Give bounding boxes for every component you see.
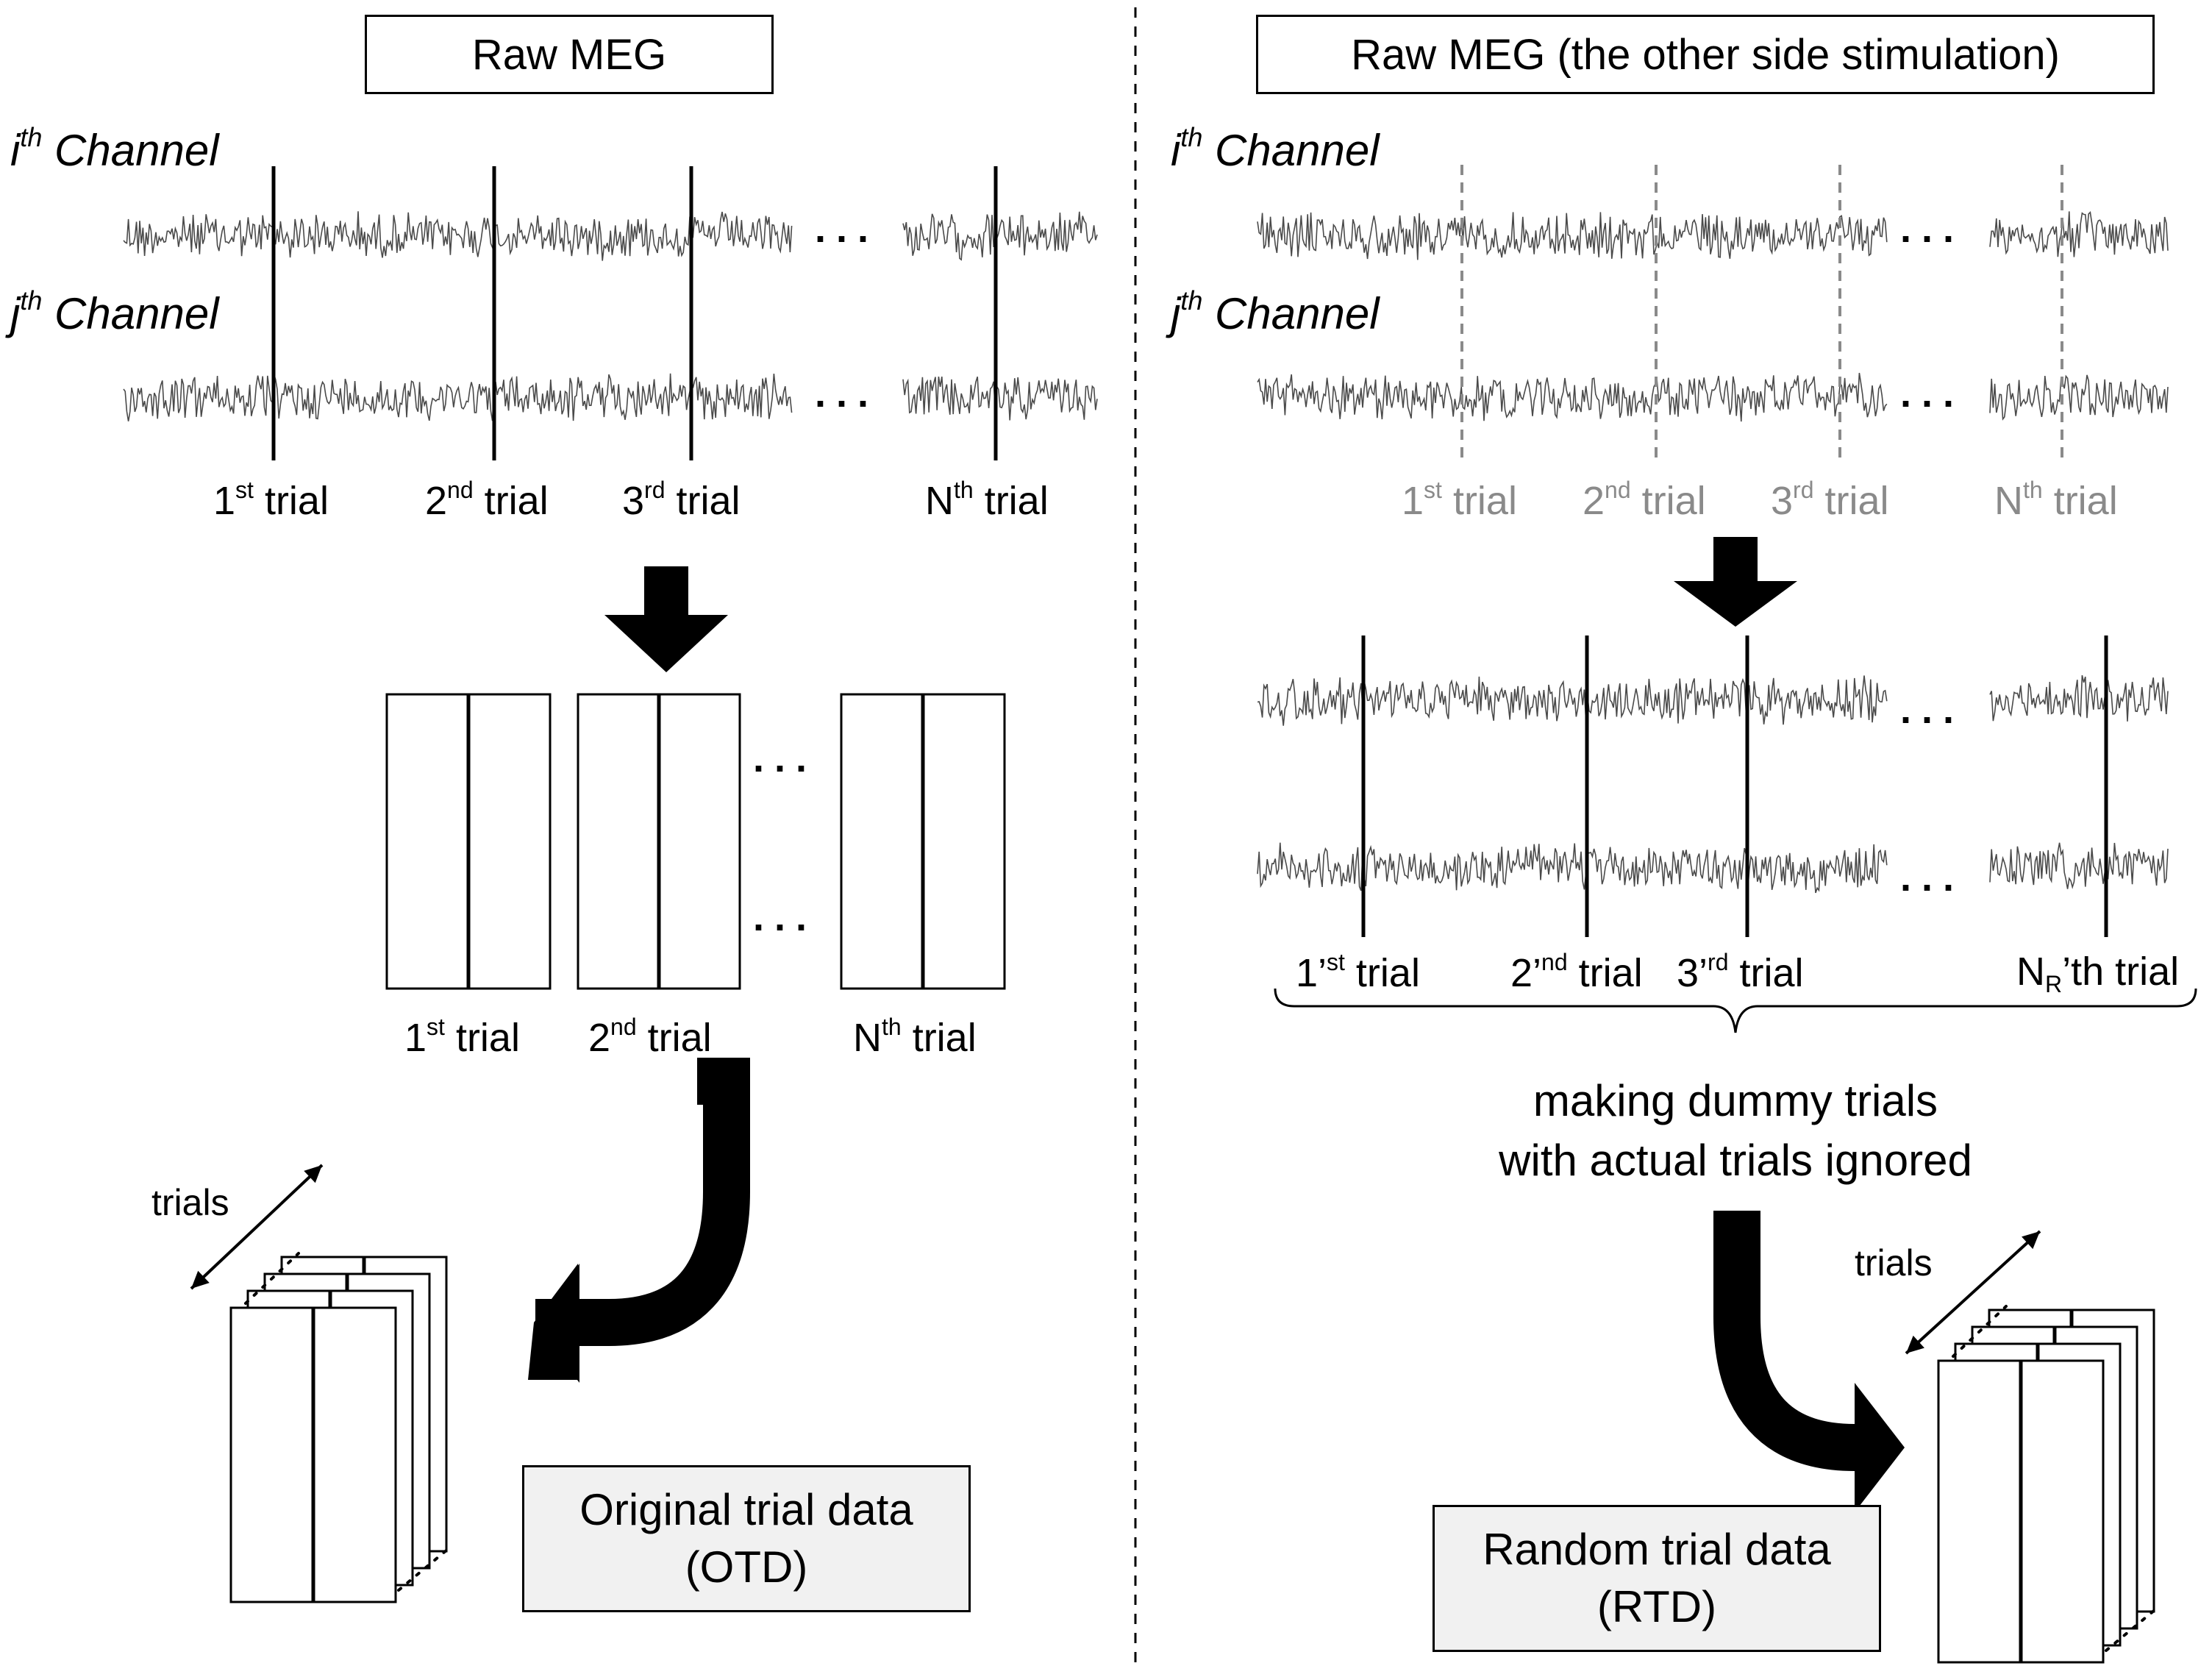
right-ellipsis-i: ...: [1900, 207, 1965, 251]
left-channel-j-label: jth Channel: [10, 285, 219, 338]
right-curved-arrow-head: [1855, 1383, 1905, 1512]
left-trials-axis-arrow-shaft: [190, 1164, 324, 1290]
trial-onset-markers: [271, 165, 2108, 937]
right-dummy-brace: [1274, 988, 2197, 1033]
right-curved-arrow-body: [1713, 1211, 1872, 1471]
right-note-line1: making dummy trials: [1533, 1076, 1938, 1125]
right-trial-label-2: 2nd trial: [1583, 477, 1706, 523]
left-signal-j-a: [123, 373, 793, 421]
left-trial-label-1: 1st trial: [213, 477, 329, 523]
right-note: making dummy trials with actual trials i…: [1382, 1071, 2088, 1190]
right-result-line1: Random trial data: [1483, 1525, 1831, 1574]
right-dummy-signal-d: [1989, 842, 2169, 889]
right-title: Raw MEG (the other side stimulation): [1351, 30, 2060, 79]
left-result-box: Original trial data (OTD): [522, 1465, 971, 1612]
right-signal-i-a: [1257, 212, 1888, 260]
left-stack-dotted-edge-top: [244, 1252, 300, 1305]
left-trials-axis-arrow-head-2: [191, 1270, 210, 1289]
left-stack-dotted-edge-bottom: [397, 1545, 453, 1592]
left-ellipsis-j: ...: [815, 371, 880, 416]
left-result-line2: (OTD): [685, 1542, 808, 1592]
right-result-line2: (RTD): [1596, 1582, 1717, 1631]
left-trial-label-2: 2nd trial: [425, 477, 549, 523]
right-dummy-label-2: 2’nd trial: [1510, 949, 1643, 995]
right-ellipsis-dummy-1: ...: [1900, 688, 1965, 732]
left-signal-i-a: [123, 211, 793, 261]
left-epoch-label-n: Nth trial: [853, 1014, 977, 1060]
left-ellipsis-i: ...: [815, 207, 880, 251]
right-ellipsis-j: ...: [1900, 371, 1965, 416]
right-title-box: Raw MEG (the other side stimulation): [1256, 15, 2155, 94]
left-curved-arrow-body: [535, 1058, 750, 1346]
left-curved-arrow-head: [534, 1264, 579, 1383]
left-epoch-label-2: 2nd trial: [588, 1014, 712, 1060]
right-trials-axis-arrow-head-1: [2022, 1231, 2040, 1250]
left-epoch-ellipsis-1: ...: [753, 736, 818, 780]
left-signal-i-b: [902, 211, 1098, 261]
left-trial-label-n: Nth trial: [925, 477, 1049, 523]
right-trial-label-1: 1st trial: [1402, 477, 1517, 523]
epoch-boxes: [229, 693, 2155, 1664]
right-result-box: Random trial data (RTD): [1433, 1505, 1881, 1652]
right-down-arrow: [1674, 537, 1797, 627]
flow-arrows-and-lines: [190, 7, 2197, 1670]
right-trial-label-n: Nth trial: [1994, 477, 2118, 523]
left-result-line1: Original trial data: [579, 1485, 913, 1534]
left-channel-i-label: ith Channel: [10, 122, 219, 175]
right-dummy-signal-a: [1257, 675, 1888, 726]
left-trial-label-3: 3rd trial: [622, 477, 741, 523]
right-dummy-signal-c: [1257, 842, 1888, 894]
left-title-box: Raw MEG: [365, 15, 774, 94]
left-epoch-label-1: 1st trial: [404, 1014, 520, 1060]
right-dummy-signal-b: [1989, 674, 2169, 722]
right-channel-i-label: ith Channel: [1171, 122, 1380, 175]
right-dummy-label-3: 3’rd trial: [1677, 949, 1804, 995]
right-signal-j-a: [1257, 372, 1888, 422]
left-stack-axis-label: trials: [151, 1182, 229, 1223]
right-channel-j-label: jth Channel: [1171, 285, 1380, 338]
left-title: Raw MEG: [471, 30, 667, 79]
right-trials-axis-arrow-head-2: [1906, 1335, 1924, 1353]
left-signal-j-b: [902, 376, 1098, 421]
right-dummy-label-1: 1’st trial: [1296, 949, 1420, 995]
right-stack-dotted-edge-top: [1952, 1305, 2008, 1358]
right-ellipsis-dummy-2: ...: [1900, 855, 1965, 900]
left-trials-axis-arrow-head-1: [304, 1165, 322, 1183]
right-signal-j-b: [1989, 374, 2169, 421]
right-dummy-label-nr: NR’th trial: [2016, 950, 2180, 997]
left-down-arrow: [604, 566, 728, 672]
right-trials-axis-arrow-shaft: [1905, 1230, 2041, 1355]
right-stack-axis-label: trials: [1855, 1242, 1933, 1283]
right-stack-dotted-edge-bottom: [2105, 1605, 2161, 1652]
right-signal-i-b: [1989, 211, 2169, 257]
right-note-line2: with actual trials ignored: [1499, 1136, 1972, 1185]
left-epoch-ellipsis-2: ...: [753, 895, 818, 939]
right-trial-label-3: 3rd trial: [1771, 477, 1889, 523]
